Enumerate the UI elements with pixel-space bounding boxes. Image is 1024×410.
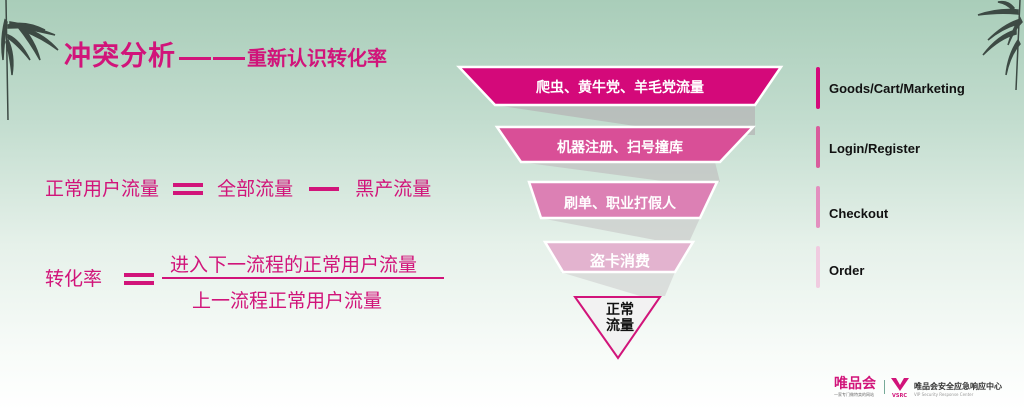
bamboo-decoration-right-icon [977,0,1023,90]
funnel-level-1-label: 爬虫、黄牛党、羊毛党流量 [536,80,704,96]
vip-tagline: 一家专门做特卖的网站 [834,392,874,397]
formula1-term1: 全部流量 [217,178,294,200]
stage-label-order: Order [829,263,865,278]
fraction-line [162,277,444,279]
page-title: 冲突分析 重新认识转化率 [64,34,387,73]
stage-bar-login [816,126,820,168]
minus-sign-icon [309,186,340,191]
footer-logos: 唯品会 一家专门做特卖的网站 VSRC 唯品会安全应急响应中心 VIP Secu… [834,377,1024,407]
formula2-lhs-text: 转化率 [45,268,103,290]
logo-divider [884,380,885,394]
stage-label-goods: Goods/Cart/Marketing [829,81,965,96]
stage-label-checkout: Checkout [829,206,889,221]
stage-bar-checkout [816,186,820,228]
title-main: 冲突分析 [64,41,176,72]
formula1-lhs: 正常用户流量 [45,178,160,200]
equals-sign-icon [173,182,204,195]
formula2-denominator: 上一流程正常用户流量 [192,290,383,312]
funnel-level-4-label: 盗卡消费 [589,252,650,270]
funnel-bottom-label-line1: 正常 [606,302,634,318]
vsrc-shield-icon [891,378,909,391]
funnel-level-3-label: 刷单、职业打假人 [564,196,676,212]
vip-brand-text: 唯品会 [834,376,876,392]
funnel-bottom-label-line2: 流量 [606,318,634,334]
stage-bar-goods [816,67,820,109]
formula1-term2: 黑产流量 [355,178,432,200]
formula2-numerator: 进入下一流程的正常用户流量 [170,254,418,276]
title-subtitle: 重新认识转化率 [247,46,387,70]
bamboo-decoration-left-icon [1,0,59,120]
formula-normal-traffic: 正常用户流量 全部流量 黑产流量 [45,174,431,201]
funnel-bottom-label: 正常 流量 [455,302,785,334]
title-separator-2 [213,57,245,60]
formula2-lhs: 转化率 [45,264,160,291]
funnel-level-2-label: 机器注册、扫号撞库 [557,140,683,156]
vsrc-short-label: VSRC [892,393,907,399]
equals-sign-icon [124,272,155,285]
title-separator [179,57,211,60]
vsrc-english-name: VIP Security Response Center [914,392,974,397]
funnel-diagram [456,65,784,360]
vsrc-name: 唯品会安全应急响应中心 [914,382,1002,391]
stage-label-login: Login/Register [829,141,921,156]
stage-bar-order [816,246,820,288]
vip-logo: 唯品会 一家专门做特卖的网站 [834,377,876,398]
